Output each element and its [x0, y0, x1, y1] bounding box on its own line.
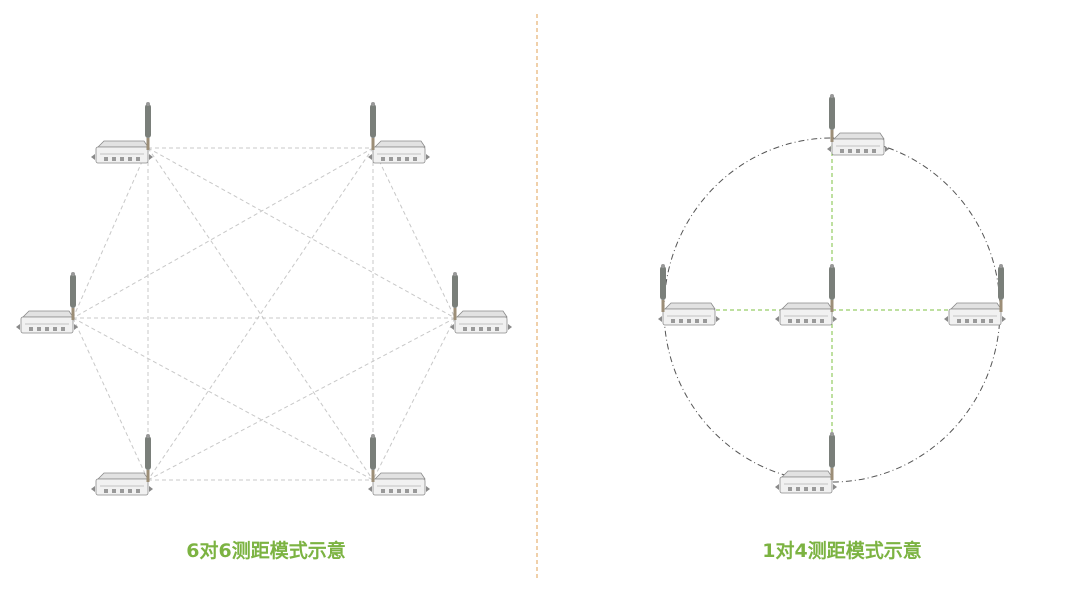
radio-node-icon	[16, 272, 78, 334]
mesh-link	[147, 147, 374, 481]
radio-node-icon	[775, 264, 837, 326]
radio-node-icon	[658, 264, 720, 326]
node-middle-right	[450, 272, 512, 334]
radio-node-icon	[827, 94, 889, 156]
right-panel-caption: 1对4测距模式示意	[762, 540, 922, 562]
node-top-left	[91, 102, 153, 164]
node-bottom-left	[91, 434, 153, 496]
node-middle-left	[16, 272, 78, 334]
mesh-link	[372, 147, 456, 319]
mesh-link	[72, 147, 149, 319]
left-panel-caption: 6对6测距模式示意	[186, 540, 346, 562]
radio-node-icon	[944, 264, 1006, 326]
radio-node-icon	[368, 434, 430, 496]
mesh-link	[147, 317, 456, 481]
node-left	[658, 264, 720, 326]
node-right	[944, 264, 1006, 326]
node-top	[827, 94, 889, 156]
mesh-link	[72, 147, 374, 319]
mesh-link	[147, 147, 374, 481]
mesh-link	[147, 147, 456, 319]
radio-node-icon	[368, 102, 430, 164]
radio-node-icon	[450, 272, 512, 334]
node-top-right	[368, 102, 430, 164]
node-bottom	[775, 432, 837, 494]
radio-node-icon	[775, 432, 837, 494]
mesh-link	[72, 317, 374, 481]
node-bottom-right	[368, 434, 430, 496]
mesh-link	[372, 317, 456, 481]
mesh-links	[72, 147, 456, 481]
radio-node-icon	[91, 102, 153, 164]
node-center	[775, 264, 837, 326]
radio-node-icon	[91, 434, 153, 496]
mesh-link	[72, 317, 149, 481]
